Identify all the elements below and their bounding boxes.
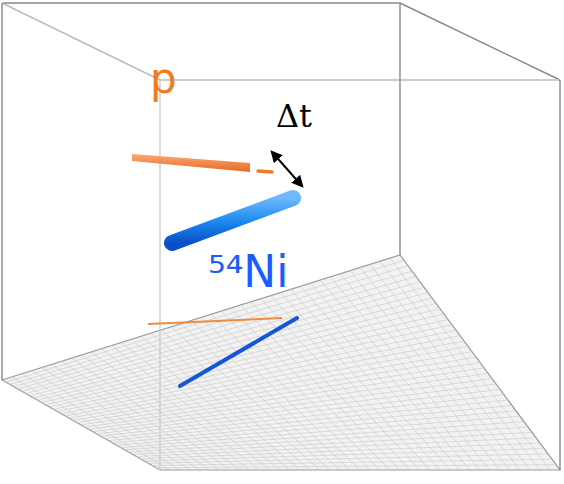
grid-line	[380, 261, 540, 470]
grid-line	[156, 465, 556, 468]
grid-line	[152, 459, 552, 465]
grid-line	[136, 438, 536, 457]
proton-track	[132, 154, 250, 172]
particle-label: p	[150, 58, 177, 100]
nickel-projection	[180, 318, 297, 386]
time-gap-arrow	[272, 152, 302, 186]
grid-line	[360, 268, 520, 471]
grid-line	[148, 454, 548, 463]
grid-line	[350, 271, 510, 470]
grid-line	[140, 443, 540, 459]
grid-line	[390, 258, 550, 470]
nickel-track	[172, 198, 293, 243]
chamber-box	[2, 3, 560, 470]
proton-projection	[148, 318, 282, 324]
proton-track-end	[258, 171, 272, 172]
time-label: Δt	[276, 100, 312, 132]
grid-line	[370, 264, 530, 470]
particle-label: ⁵⁴Ni	[208, 250, 288, 294]
grid-line	[144, 449, 544, 462]
